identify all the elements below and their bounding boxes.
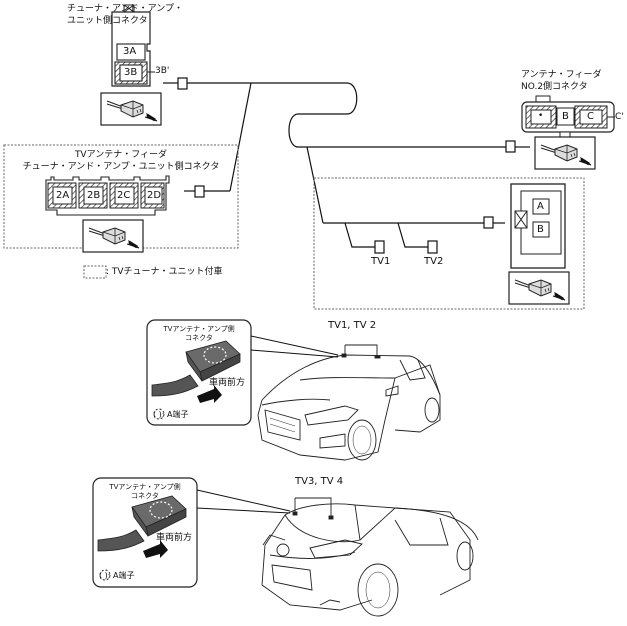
tuner-unit-connector <box>111 4 155 87</box>
pin-2B <box>83 186 104 205</box>
rear-vehicle-illustration <box>261 497 479 617</box>
pin-B <box>556 107 575 126</box>
pin-label-2A: 2A <box>56 190 70 201</box>
front-vehicle-illustration <box>257 344 441 461</box>
pin-label-3B: 3B <box>124 67 138 78</box>
pin-A <box>532 198 550 215</box>
rear-direction-label: 車両前方 <box>156 533 193 543</box>
rear-callout <box>92 477 291 588</box>
front-terminal-note: ( ): A端子 <box>153 410 189 419</box>
rear-callout-title-line2: コネクタ <box>131 492 159 500</box>
front-antenna-label: TV1, TV 2 <box>328 320 377 331</box>
plug-direction-icon <box>507 270 571 306</box>
pin-3A <box>116 43 146 61</box>
pin-label-3A: 3A <box>123 46 137 57</box>
rear-antenna-label: TV3, TV 4 <box>295 476 344 487</box>
legend-tv-tuner-note: : TVチューナ・ユニット付車 <box>106 267 223 277</box>
main-harness <box>163 77 530 254</box>
pin-blank <box>530 109 552 125</box>
plug-direction-icon <box>99 91 163 127</box>
tv-antenna-feeder-connector <box>45 175 170 216</box>
tv-tuner-optional-boundary <box>3 144 239 249</box>
plug-direction-icon <box>81 218 145 254</box>
tv-tuner-connector <box>510 183 566 269</box>
rear-callout-title-line1: TVアンテナ・アンプ側 <box>109 483 181 491</box>
no2-connector-title-line1: アンテナ・フィーダ <box>521 70 602 80</box>
pin-label-B: B <box>562 111 569 122</box>
pin-label-B: B <box>537 224 544 235</box>
feeder-connector-title-line1: TVアンテナ・フィーダ <box>74 150 168 160</box>
front-direction-label: 車両前方 <box>209 378 246 388</box>
pin-2A <box>52 186 73 205</box>
tv-tuner-optional-boundary <box>313 177 585 310</box>
tuner-connector-title-line2: ユニット側コネクタ <box>67 16 148 26</box>
pin-label-2D: 2D <box>147 190 162 201</box>
plug-direction-icon <box>533 135 597 171</box>
pin-label-2C: 2C <box>117 190 131 201</box>
branch-label-tv1: TV1 <box>371 256 391 267</box>
pin-label-A: A <box>537 201 544 212</box>
front-callout <box>146 319 339 426</box>
legend-dotted-box-icon <box>83 265 107 279</box>
pin-2C <box>114 186 135 205</box>
pin-C <box>579 109 603 125</box>
pin-label-2B: 2B <box>87 190 101 201</box>
pin-3B <box>119 64 143 82</box>
pin-ref-3B-prime: 3B' <box>155 66 170 76</box>
no2-connector-title-line2: NO.2側コネクタ <box>521 82 588 92</box>
branch-label-tv2: TV2 <box>424 256 444 267</box>
feeder-connector-title-line2: チューナ・アンド・アンプ・ユニット側コネクタ <box>22 162 220 172</box>
front-callout-title-line1: TVアンテナ・アンプ側 <box>163 325 235 333</box>
rear-terminal-note: ( ): A端子 <box>99 571 135 580</box>
pin-ref-C-prime: C' <box>615 112 624 122</box>
pin-label-blank: • <box>538 111 544 121</box>
front-callout-title-line2: コネクタ <box>185 334 213 342</box>
tuner-connector-title-line1: チューナ・アンド・アンプ・ <box>67 4 184 14</box>
pin-2D <box>144 186 163 205</box>
pin-B <box>532 221 550 238</box>
antenna-feeder-no2-connector <box>521 95 615 138</box>
pin-label-C: C <box>587 111 594 122</box>
